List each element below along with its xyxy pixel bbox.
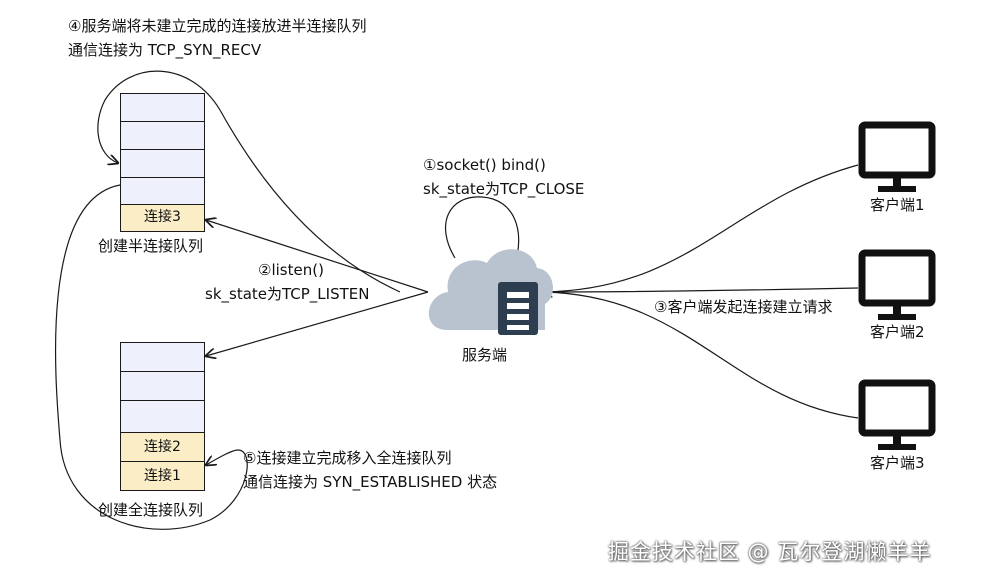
- listen-arrow-full-queue: [206, 291, 429, 356]
- half-queue-empty-slot: [120, 149, 205, 178]
- client3-monitor-icon: [858, 379, 936, 450]
- full-queue-empty-slot: [120, 342, 205, 372]
- full-queue-label: 创建全连接队列: [98, 501, 204, 519]
- full-queue-empty-slot: [120, 400, 205, 433]
- client2-label: 客户端2: [870, 323, 925, 341]
- step5-description: ⑤连接建立完成移入全连接队列: [243, 449, 452, 467]
- client3-connection-line: [543, 292, 859, 419]
- half-queue-empty-slot: [120, 93, 205, 122]
- step2-description: ②listen(): [258, 261, 324, 279]
- step3-description: ③客户端发起连接建立请求: [654, 298, 833, 316]
- listen-arrow-half-queue: [206, 220, 429, 293]
- step1-description: ①socket() bind(): [423, 156, 546, 174]
- step4-description: ④服务端将未建立完成的连接放进半连接队列: [68, 17, 367, 35]
- server-label: 服务端: [462, 346, 508, 364]
- watermark-text: 掘金技术社区 @ 瓦尔登湖懒羊羊: [608, 540, 932, 564]
- client1-connection-line: [542, 164, 859, 293]
- client2-monitor-icon: [858, 249, 936, 320]
- step4-loop-arrow: [97, 70, 401, 293]
- client1-monitor-icon: [858, 121, 936, 192]
- step2-state: sk_state为TCP_LISTEN: [205, 285, 370, 303]
- client2-connection-line: [542, 287, 859, 293]
- full-queue-entry: 连接2: [120, 432, 205, 462]
- half-queue-empty-slot: [120, 121, 205, 150]
- client1-label: 客户端1: [870, 196, 925, 214]
- step4-state: 通信连接为 TCP_SYN_RECV: [68, 41, 262, 59]
- step5-state: 通信连接为 SYN_ESTABLISHED 状态: [243, 473, 498, 491]
- step1-state: sk_state为TCP_CLOSE: [423, 180, 585, 198]
- step5-transfer-arrow: [54, 184, 248, 530]
- half-queue-empty-slot: [120, 177, 205, 205]
- full-queue-empty-slot: [120, 371, 205, 401]
- full-queue-entry: 连接1: [120, 461, 205, 491]
- half-queue-entry: 连接3: [120, 204, 205, 232]
- self-loop-arrow: [445, 196, 519, 263]
- half-queue-label: 创建半连接队列: [98, 237, 204, 255]
- client3-label: 客户端3: [870, 454, 925, 472]
- cloud-server-icon: [428, 249, 553, 335]
